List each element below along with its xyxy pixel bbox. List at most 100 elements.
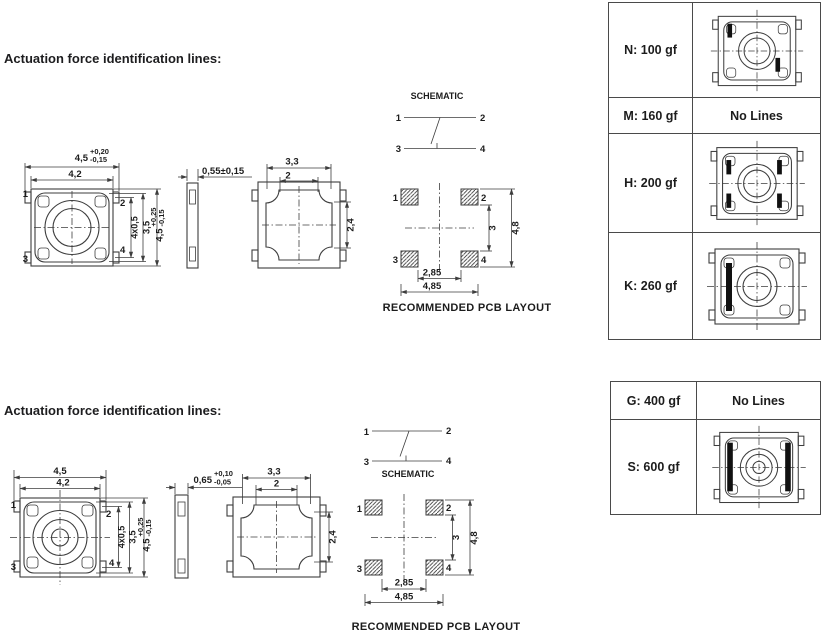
dim-height-tol-plus: +0,25: [149, 208, 158, 227]
dimension-height: 4,5 +0,25 -0,15: [113, 188, 166, 267]
no-lines-text: No Lines: [730, 108, 783, 123]
dimension-pcb-285: 2,85: [417, 268, 462, 282]
pcb-layout-drawing-1: 1 2 3 4 3 4,8 2,85 4,85 RECOMMENDED: [383, 183, 551, 314]
dimension-width-inner: 4,2: [30, 169, 114, 188]
pin-label-1: 1: [23, 189, 29, 200]
dim-pcb-48-value: 4,8: [511, 221, 522, 234]
force-marking-cell-m160: No Lines: [693, 98, 820, 133]
switch-marking-image-four-short: [708, 140, 805, 227]
force-label-s600: S: 600 gf: [611, 420, 697, 514]
dimension-pcb-485: 4,85: [400, 281, 479, 296]
dimension-pad-span-24: 2,4: [314, 511, 339, 563]
pin-label-4: 4: [120, 245, 126, 256]
side-view-drawing-2: 0,65 +0,10 -0,05: [166, 469, 242, 579]
pcb-pad-1: [400, 188, 419, 206]
identification-line: [784, 442, 791, 492]
dim-height-tol-minus: -0,15: [144, 519, 153, 536]
force-marking-cell-h200: [693, 134, 820, 232]
schematic-pin-2: 2: [446, 426, 451, 437]
dimension-pin-pitch: 4x0,5: [115, 196, 140, 259]
pcb-pin-4: 4: [481, 255, 487, 266]
dim-height-inner-value: 3,5: [128, 530, 139, 544]
dim-height-value: 4,5: [142, 538, 153, 552]
technical-drawings-top-section: 1 2 3 4 4,5 +0,20 -0,15 4,2 4x0,5: [23, 91, 551, 314]
top-view-drawing-1: 1 2 3 4 4,5 +0,20 -0,15 4,2 4x0,5: [23, 147, 166, 267]
dim-pcb-3-value: 3: [451, 535, 462, 540]
force-label-k260: K: 260 gf: [609, 233, 693, 339]
pin-label-3: 3: [23, 254, 28, 265]
schematic-drawing-1: SCHEMATIC 1 2 3 4: [396, 91, 486, 155]
dim-width-tol-plus: +0,20: [90, 147, 109, 156]
switch-lever: [430, 117, 441, 145]
pcb-pin-2: 2: [481, 193, 486, 204]
table-row-s600: S: 600 gf: [611, 420, 820, 514]
identification-line: [776, 193, 782, 208]
pcb-pad-3: [364, 559, 383, 576]
bottom-view-drawing-1: 3,3 2 2,4: [251, 157, 357, 269]
pin-label-1: 1: [11, 500, 17, 511]
dim-thickness-value: 0,55±0,15: [202, 166, 245, 177]
dimension-height-inner: 3,5: [96, 501, 139, 574]
dim-pin-pitch-value: 4x0,5: [130, 216, 140, 239]
dimension-width: 4,5: [13, 466, 107, 500]
dimension-width: 4,5 +0,20 -0,15: [24, 147, 120, 191]
dim-pcb-485-value: 4,85: [423, 281, 442, 292]
schematic-title: SCHEMATIC: [411, 91, 464, 101]
pcb-layout-drawing-2: 1 2 3 4 3 4,8 2,85 4,85 RECOMMENDED: [352, 494, 521, 633]
dim-33-value: 3,3: [285, 157, 298, 168]
dim-pin-pitch-value: 4x0,5: [117, 526, 127, 549]
schematic-pin-1: 1: [396, 113, 402, 124]
schematic-pin-2: 2: [480, 113, 485, 124]
schematic-drawing-2: 1 2 3 4 SCHEMATIC: [364, 426, 452, 479]
pin-label-3: 3: [11, 562, 16, 573]
dim-thickness-tol-minus: -0,05: [214, 478, 231, 487]
force-marking-cell-k260: [693, 233, 820, 339]
dimension-width-inner: 4,2: [19, 478, 101, 497]
dim-height-tol-minus: -0,15: [157, 209, 166, 226]
switch-marking-image-two-long-sides: [711, 425, 806, 510]
table-row-k260: K: 260 gf: [609, 233, 820, 339]
dim-2-value: 2: [274, 479, 279, 490]
dimension-pad-span-2: 2: [279, 171, 319, 192]
pcb-pin-3: 3: [357, 564, 362, 575]
actuation-force-table-lower: G: 400 gf No Lines S: 600 gf: [610, 381, 821, 515]
pcb-pad-4: [425, 559, 444, 576]
dimension-height: 4,5 +0,25 -0,15: [100, 497, 153, 578]
table-row-n100: N: 100 gf: [609, 3, 820, 98]
force-marking-cell-s600: [697, 420, 820, 514]
pcb-pin-1: 1: [393, 193, 399, 204]
dimension-pcb-485: 4,85: [364, 592, 444, 606]
switch-marking-image-one-long-left: [705, 241, 808, 332]
dimension-pcb-285: 2,85: [381, 578, 427, 592]
pcb-layout-caption: RECOMMENDED PCB LAYOUT: [352, 621, 521, 633]
force-label-n100: N: 100 gf: [609, 3, 693, 97]
dim-pcb-285-value: 2,85: [395, 578, 414, 589]
force-label-h200: H: 200 gf: [609, 134, 693, 232]
table-row-m160: M: 160 gf No Lines: [609, 98, 820, 134]
side-view-drawing-1: 0,55±0,15: [178, 166, 252, 269]
dim-width-tol-minus: -0,15: [90, 155, 107, 164]
switch-marking-image-two-short-diagonal: [709, 8, 804, 93]
identification-line: [774, 57, 780, 72]
actuation-force-table-upper: N: 100 gf M: 160 gf No Lines H: 200 gf: [608, 2, 821, 340]
pcb-pad-2: [460, 188, 479, 206]
dimension-pcb-48: 4,8: [480, 188, 522, 268]
pin-label-2: 2: [106, 509, 111, 520]
dimension-pin-pitch: 4x0,5: [102, 505, 127, 569]
dim-2-value: 2: [285, 171, 290, 182]
dimension-pad-span-33: 3,3: [241, 467, 312, 504]
pcb-pad-3: [400, 250, 419, 268]
no-lines-text: No Lines: [732, 393, 785, 408]
dim-pcb-285-value: 2,85: [423, 268, 442, 279]
identification-line: [725, 193, 731, 208]
switch-lever: [399, 430, 410, 457]
schematic-pin-3: 3: [396, 144, 401, 155]
pcb-pad-4: [460, 250, 479, 268]
schematic-pin-3: 3: [364, 457, 369, 468]
bottom-view-drawing-2: 3,3 2 2,4: [226, 467, 339, 578]
dim-width-value: 4,5: [53, 466, 67, 477]
dim-thickness-value: 0,65: [194, 475, 213, 486]
schematic-title: SCHEMATIC: [382, 469, 435, 479]
section-bottom-heading: Actuation force identification lines:: [4, 403, 222, 418]
force-marking-cell-g400: No Lines: [697, 382, 820, 419]
